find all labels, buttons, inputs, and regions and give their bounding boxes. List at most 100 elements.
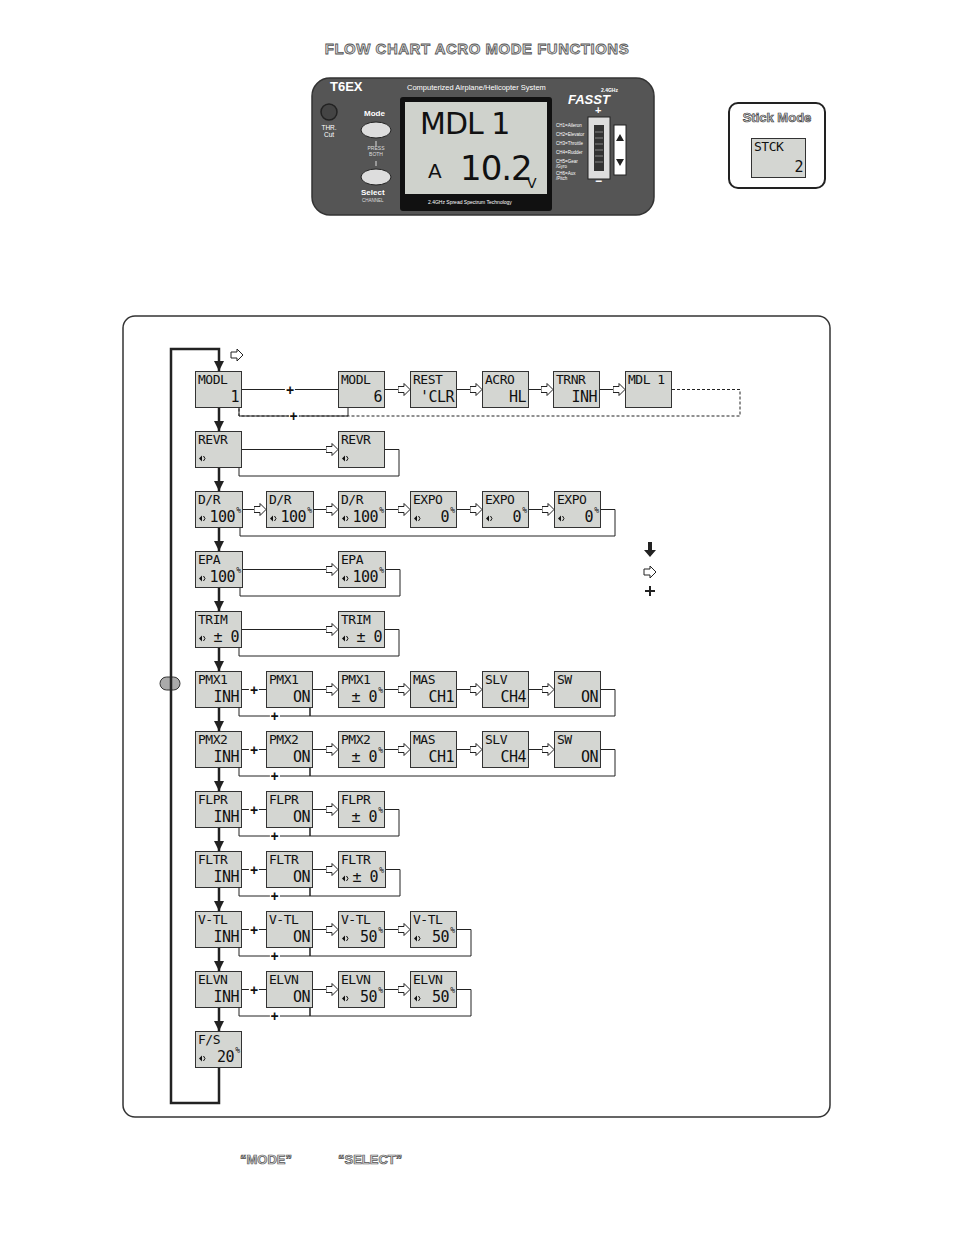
lcd-screen: V-TLON — [266, 911, 313, 948]
screen-label: SW — [557, 672, 572, 687]
screen-value: ± 0 — [351, 809, 377, 826]
screen-value: ON — [293, 929, 310, 946]
slider-ribs — [595, 132, 603, 162]
flow-arrow — [313, 929, 338, 930]
chart-frame — [123, 316, 830, 1117]
screen-value: 1 — [230, 389, 239, 406]
lcd-screen: PMX2± 0% — [338, 731, 385, 768]
percent-sign: % — [379, 567, 384, 575]
select-button — [361, 169, 391, 185]
percent-sign: % — [379, 867, 384, 875]
lcd-readout: V — [527, 176, 536, 191]
lcd-screen: MDL 1 — [625, 371, 672, 408]
down-arrow — [218, 888, 221, 911]
screen-value: CH1 — [428, 749, 454, 766]
lcd-screen: PMX2ON — [266, 731, 313, 768]
screen-value: 100 — [209, 509, 235, 526]
lcd-screen: EXPO0% — [554, 491, 601, 528]
plus-sign: + — [249, 863, 259, 876]
panel-heading: Stick Mode — [730, 110, 824, 126]
lcd-bezel — [400, 97, 552, 211]
screen-label: PMX2 — [269, 732, 298, 747]
screen-value: 100 — [280, 509, 306, 526]
screen-label: PMX1 — [341, 672, 370, 687]
lcd-screen: REST'CLR — [410, 371, 457, 408]
screen-value: 50 — [360, 989, 377, 1006]
channel-label: CH3=Throttle — [556, 142, 583, 147]
plus-sign: + — [249, 803, 259, 816]
screen-label: ELVN — [269, 972, 298, 987]
trim-strip — [614, 125, 626, 175]
flow-arrow — [313, 749, 338, 750]
return-line — [240, 570, 400, 597]
trim-arrows — [616, 134, 624, 166]
lcd-screen: PMX1INH — [195, 671, 242, 708]
plus-sign: + — [288, 410, 298, 423]
screen-value: ON — [581, 749, 598, 766]
flow-arrow — [242, 629, 338, 630]
screen-label: MODL — [341, 372, 370, 387]
percent-sign: % — [236, 567, 241, 575]
plus-sign: + — [249, 743, 259, 756]
stick-icon — [341, 514, 350, 523]
chart-title: FLOW CHART ACRO MODE FUNCTIONS — [0, 40, 954, 57]
flow-arrow — [313, 689, 338, 690]
lcd-screen: EPA100% — [195, 551, 243, 588]
screen-value: 20 — [217, 1049, 234, 1066]
screen-value: ON — [293, 749, 310, 766]
screen-value: 50 — [432, 929, 449, 946]
screen-value: INH — [213, 809, 239, 826]
lcd-screen: EPA100% — [338, 551, 386, 588]
plus-sign: + — [249, 923, 259, 936]
trim-slider — [594, 125, 604, 171]
lcd-screen: SLVCH4 — [482, 671, 529, 708]
flow-arrow — [385, 929, 410, 930]
lcd-screen: ACROHL — [482, 371, 529, 408]
lcd-screen: V-TL50% — [410, 911, 457, 948]
screen-label: FLPR — [269, 792, 298, 807]
screen-label: V-TL — [341, 912, 370, 927]
screen-label: SLV — [485, 672, 507, 687]
lcd-screen: D/R100% — [195, 491, 243, 528]
stick-icon — [341, 874, 350, 883]
screen-label: TRIM — [198, 612, 227, 627]
percent-sign: % — [450, 507, 455, 515]
screen-value: CH4 — [500, 749, 526, 766]
trim-minus: − — [595, 175, 602, 188]
plus-sign: + — [269, 710, 279, 723]
flow-arrow — [385, 389, 410, 390]
button-hint: CHANNEL — [362, 199, 384, 204]
lcd-screen: FLPRINH — [195, 791, 242, 828]
flow-arrow — [242, 449, 338, 450]
percent-sign: % — [450, 927, 455, 935]
flow-arrow — [313, 869, 338, 870]
plus-sign: + — [269, 950, 279, 963]
stick-icon — [341, 454, 350, 463]
screen-label: D/R — [341, 492, 363, 507]
stick-icon — [341, 574, 350, 583]
lcd-screen: MODL1 — [195, 371, 242, 408]
screen-value: 100 — [352, 509, 378, 526]
percent-sign: % — [594, 507, 599, 515]
stick-icon — [198, 574, 207, 583]
flow-arrow — [243, 509, 266, 510]
stick-icon — [198, 514, 207, 523]
panel-box: Stick ModeSTCK2 — [728, 102, 826, 189]
screen-value: ± 0 — [351, 749, 377, 766]
stick-icon — [341, 934, 350, 943]
flow-arrow — [529, 689, 554, 690]
flow-arrow — [529, 509, 554, 510]
flow-arrow — [457, 389, 482, 390]
down-arrow — [218, 948, 221, 971]
screen-label: REVR — [341, 432, 370, 447]
lcd-screen: PMX1± 0% — [338, 671, 385, 708]
percent-sign: % — [235, 1047, 240, 1055]
flow-arrow — [385, 749, 410, 750]
lcd-screen: ELVN50% — [410, 971, 457, 1008]
stick-icon — [485, 514, 494, 523]
flow-arrow — [600, 389, 625, 390]
legend-down-arrow — [644, 542, 656, 557]
lcd-screen: FLPR± 0% — [338, 791, 385, 828]
lcd-readout: MDL 1 — [420, 107, 509, 140]
lcd-screen: V-TLINH — [195, 911, 242, 948]
